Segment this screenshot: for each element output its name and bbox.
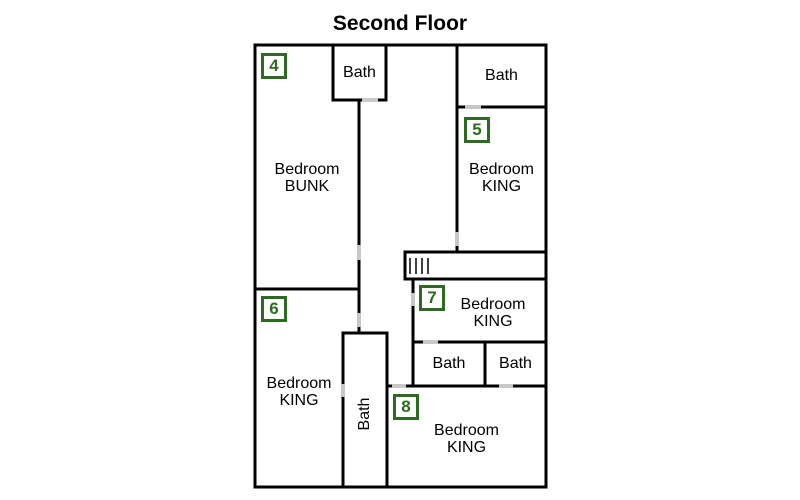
room-type: Bedroom [460, 296, 526, 313]
bedroom-label: Bedroom KING [457, 161, 546, 195]
room-number-badge: 8 [393, 394, 419, 420]
bedroom-label: Bedroom BUNK [255, 161, 359, 195]
room-type: Bedroom [266, 375, 332, 392]
outer-wall [253, 43, 548, 489]
room-number-badge: 6 [261, 296, 287, 322]
bath-label: Bath [432, 355, 466, 372]
bedroom-label: Bedroom KING [440, 296, 546, 330]
bath-label: Bath [499, 355, 532, 372]
bath-label: Bath [356, 397, 373, 431]
door-openings [341, 98, 513, 397]
bedroom-label: Bedroom KING [387, 422, 546, 456]
bedroom-label: Bedroom KING [255, 375, 343, 409]
wall [341, 331, 389, 489]
bed-type: KING [446, 439, 487, 456]
room-type: Bedroom [469, 161, 534, 178]
stairs-icon [409, 258, 429, 274]
room-type: Bedroom [434, 422, 499, 439]
bed-type: BUNK [284, 178, 330, 195]
bed-type: KING [481, 178, 522, 195]
bed-type: KING [473, 313, 513, 330]
wall [331, 43, 388, 102]
bed-type: KING [279, 392, 319, 409]
floor-title: Second Floor [332, 12, 468, 35]
room-number-badge: 7 [419, 285, 445, 311]
room-number-badge: 4 [261, 53, 287, 79]
room-type: Bedroom [274, 161, 340, 178]
bath-label: Bath [343, 64, 376, 81]
bath-label: Bath [485, 67, 518, 84]
room-number-badge: 5 [464, 117, 490, 143]
